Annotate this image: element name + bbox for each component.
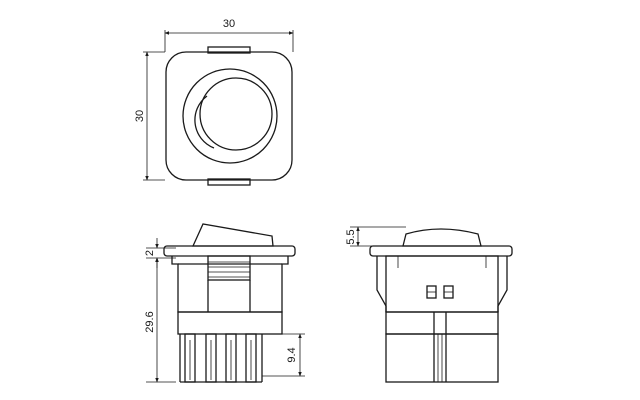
side-view: 2 29.6 9.	[144, 223, 305, 383]
front-view: 5.5	[345, 226, 513, 383]
dim-side-body: 29.6	[144, 311, 156, 332]
dim-side-pin: 9.4	[286, 347, 298, 362]
switch-body-outline	[165, 51, 293, 181]
rocker-button-ring	[182, 68, 278, 164]
top-view: 30 30	[134, 18, 294, 186]
dim-top-width: 30	[223, 18, 235, 30]
front-rocker-cap	[402, 228, 482, 247]
dim-side-cap: 2	[144, 250, 156, 256]
dim-top-height: 30	[134, 110, 146, 122]
rocker-button-face	[199, 77, 273, 151]
rocker-cap	[191, 223, 274, 247]
dim-front-cap: 5.5	[345, 229, 357, 244]
